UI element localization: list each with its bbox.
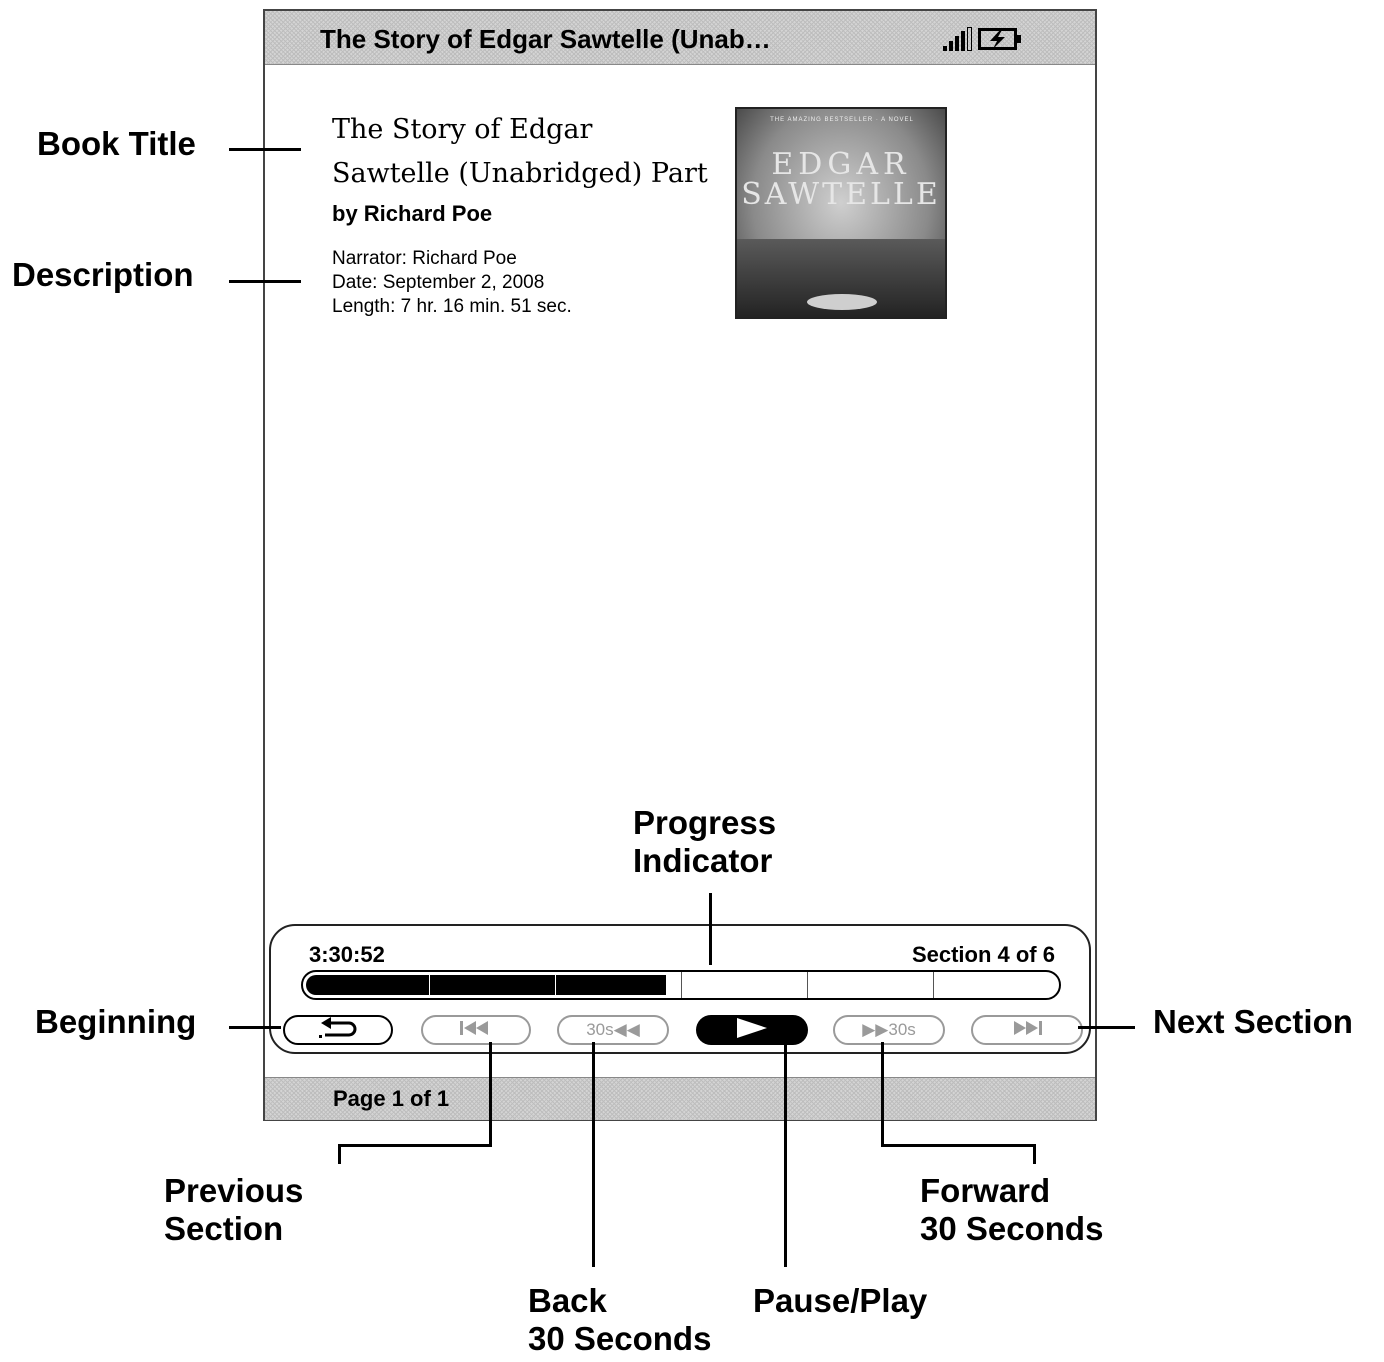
callout-line: Indicator <box>633 842 773 879</box>
section-tick <box>933 972 934 998</box>
callout-line: Section <box>164 1210 284 1247</box>
section-tick <box>429 972 430 998</box>
leader-line <box>338 1144 341 1164</box>
status-bar: Page 1 of 1 <box>265 1077 1095 1120</box>
forward-30-seconds-button[interactable]: ▶▶30s <box>833 1015 945 1045</box>
book-title-line: Sawtelle (Unabridged) Part <box>332 158 708 189</box>
elapsed-time: 3:30:52 <box>309 942 385 967</box>
leader-line <box>1033 1144 1036 1164</box>
cover-title-word: EDGAR <box>771 147 911 182</box>
beginning-button[interactable] <box>283 1015 393 1045</box>
callout-line: 30 Seconds <box>528 1320 712 1357</box>
narrator-text: Narrator: Richard Poe <box>332 248 517 269</box>
callout-line: Forward <box>920 1172 1051 1209</box>
leader-line <box>338 1144 492 1147</box>
leader-line <box>229 148 301 151</box>
forward-30-label: ▶▶30s <box>862 1020 916 1039</box>
leader-line <box>229 280 301 283</box>
cover-top-text: THE AMAZING BESTSELLER · A NOVEL <box>770 117 914 123</box>
callout-forward-30-seconds: Forward 30 Seconds <box>920 1172 1103 1248</box>
leader-line <box>784 1042 787 1267</box>
book-title: The Story of Edgar Sawtelle (Unabridged)… <box>332 108 732 196</box>
book-description: Narrator: Richard Poe Date: September 2,… <box>332 247 572 319</box>
leader-line <box>592 1042 595 1267</box>
battery-charging-icon <box>978 26 1022 57</box>
callout-beginning: Beginning <box>35 1003 197 1040</box>
progress-fill <box>306 975 666 995</box>
section-tick <box>807 972 808 998</box>
return-arrow-icon <box>315 1016 361 1044</box>
callout-previous-section: Previous Section <box>164 1172 303 1248</box>
callout-description: Description <box>12 256 194 293</box>
book-author: by Richard Poe <box>332 201 493 226</box>
section-tick <box>681 972 682 998</box>
next-section-button[interactable] <box>971 1015 1083 1045</box>
cover-title-word: SAWTELLE <box>741 177 941 212</box>
book-cover-image: THE AMAZING BESTSELLER · A NOVEL EDGAR S… <box>735 107 947 319</box>
section-indicator: Section 4 of 6 <box>911 942 1055 967</box>
back-30-seconds-button[interactable]: 30s◀◀ <box>557 1015 669 1045</box>
play-icon <box>735 1017 769 1044</box>
page-indicator: Page 1 of 1 <box>333 1086 450 1111</box>
leader-line <box>881 1042 884 1147</box>
callout-line: 30 Seconds <box>920 1210 1104 1247</box>
play-pause-button[interactable] <box>696 1015 808 1045</box>
date-text: Date: September 2, 2008 <box>332 272 545 293</box>
length-text: Length: 7 hr. 16 min. 51 sec. <box>332 296 572 317</box>
callout-line: Progress <box>633 804 777 841</box>
callout-next-section: Next Section <box>1153 1003 1353 1040</box>
leader-line <box>229 1026 281 1029</box>
skip-back-icon <box>459 1020 493 1041</box>
book-title-line: The Story of Edgar <box>332 114 593 145</box>
callout-pause-play: Pause/Play <box>753 1282 928 1319</box>
audio-player-panel: 3:30:52 Section 4 of 6 <box>269 924 1091 1054</box>
leader-line <box>709 893 712 965</box>
device-screen: The Story of Edgar Sawtelle (Unab… The S… <box>263 9 1097 1121</box>
title-bar: The Story of Edgar Sawtelle (Unab… <box>265 11 1095 65</box>
back-30-label: 30s◀◀ <box>586 1020 640 1039</box>
previous-section-button[interactable] <box>421 1015 531 1045</box>
callout-back-30-seconds: Back 30 Seconds <box>528 1282 711 1358</box>
callout-line: Previous <box>164 1172 304 1209</box>
window-title: The Story of Edgar Sawtelle (Unab… <box>320 24 771 54</box>
signal-strength-icon <box>943 27 977 56</box>
leader-line <box>1078 1026 1135 1029</box>
leader-line <box>881 1144 1036 1147</box>
callout-progress-indicator: Progress Indicator <box>633 804 776 880</box>
skip-forward-icon <box>1010 1020 1044 1041</box>
callout-line: Back <box>528 1282 607 1319</box>
progress-indicator[interactable] <box>301 970 1061 1000</box>
leader-line <box>489 1042 492 1147</box>
section-tick <box>555 972 556 998</box>
cover-badge <box>807 294 877 310</box>
callout-book-title: Book Title <box>37 125 196 162</box>
